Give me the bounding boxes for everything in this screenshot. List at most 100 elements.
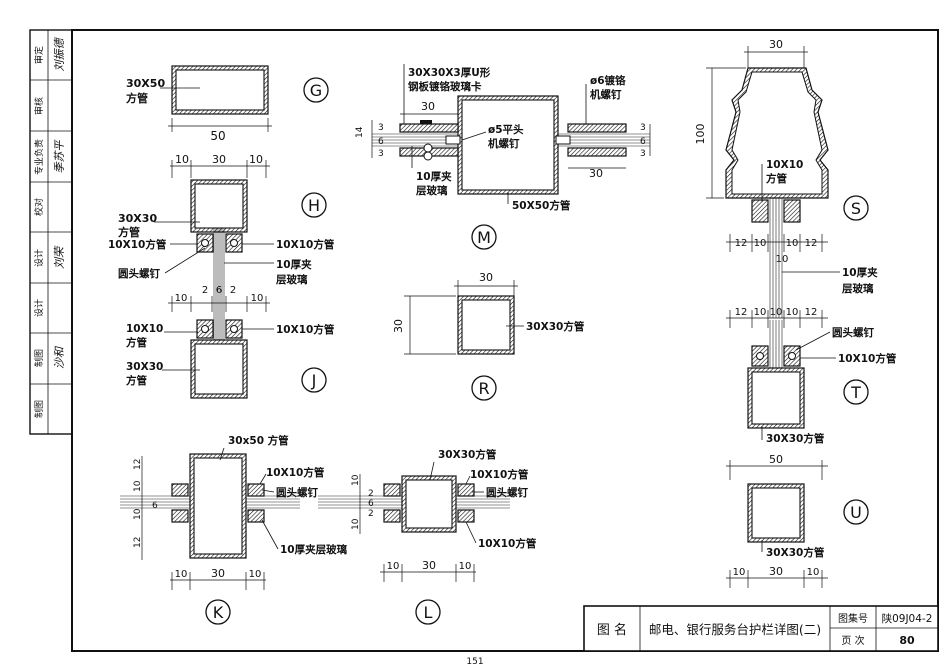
detail-m-label: M <box>477 228 491 247</box>
detail-h-sq-right: 10X10方管 <box>276 238 335 251</box>
svg-text:6: 6 <box>378 137 384 147</box>
detail-t: 12 10 10 10 12 圆头螺钉 10X10方管 30X30方管 T <box>726 307 897 445</box>
titleblock-name-label: 图 名 <box>597 622 627 638</box>
svg-text:10厚夹: 10厚夹 <box>276 258 312 271</box>
detail-g-label: G <box>310 81 322 100</box>
svg-text:方管: 方管 <box>126 336 147 349</box>
detail-g-marker <box>303 77 329 103</box>
detail-t-dim-2: 10 <box>754 307 767 318</box>
svg-text:12: 12 <box>133 537 143 548</box>
detail-s-h: 100 <box>694 124 707 145</box>
detail-t-tube: 30X30方管 <box>766 432 825 445</box>
detail-g-tube-label: 30X50 <box>126 77 165 90</box>
detail-m: 30X30X3厚U形 钢板镀铬玻璃卡 ø6镀铬 机螺钉 ø5平头 机螺钉 10厚… <box>355 64 651 250</box>
detail-l: 10 2 6 2 10 30X30方管 10X10方管 圆头螺钉 10X10方管… <box>318 448 537 625</box>
svg-text:机螺钉: 机螺钉 <box>488 137 520 150</box>
sidebar-sig-1: 刘振德 <box>53 37 66 72</box>
detail-u-w: 50 <box>769 453 783 466</box>
sidebar-role-2: 审核 <box>33 97 45 115</box>
detail-t-dim-5: 12 <box>805 307 818 318</box>
svg-text:14: 14 <box>355 126 365 138</box>
svg-text:10: 10 <box>133 508 143 520</box>
svg-text:层玻璃: 层玻璃 <box>416 184 448 197</box>
detail-h-sq-left: 10X10方管 <box>108 238 167 251</box>
detail-m-dim-30b: 30 <box>589 167 603 180</box>
svg-text:3: 3 <box>378 123 384 133</box>
sidebar-role-3: 专业负责 <box>33 139 45 175</box>
svg-text:10: 10 <box>351 518 361 530</box>
detail-k-label: K <box>213 603 224 622</box>
detail-l-h-1: 10 <box>387 561 400 572</box>
detail-k-glass: 10厚夹层玻璃 <box>280 543 348 556</box>
svg-text:机螺钉: 机螺钉 <box>590 88 622 101</box>
svg-text:10: 10 <box>351 474 361 486</box>
svg-text:30X30: 30X30 <box>126 361 163 373</box>
detail-s-dim-4: 12 <box>805 238 818 249</box>
detail-m-tube: 50X50方管 <box>512 199 571 212</box>
detail-j-dim-4: 2 <box>230 285 236 296</box>
sidebar-role-8: 制图 <box>33 400 45 418</box>
sidebar-role-1: 审定 <box>33 46 45 64</box>
svg-text:ø6镀铬: ø6镀铬 <box>590 74 626 87</box>
detail-j-dim-1: 10 <box>175 293 188 304</box>
detail-l-sq2: 10X10方管 <box>478 537 537 550</box>
svg-text:2: 2 <box>368 489 374 499</box>
detail-t-dim-3: 10 <box>770 307 783 318</box>
detail-k-h-1: 10 <box>175 569 188 580</box>
titleblock-title: 邮电、银行服务台护栏详图(二) <box>649 622 821 637</box>
titleblock-page-value: 80 <box>899 634 915 647</box>
detail-s-dim-3: 10 <box>786 238 799 249</box>
detail-t-label: T <box>850 383 861 402</box>
detail-k-h-2: 30 <box>211 567 225 580</box>
svg-text:10X10: 10X10 <box>766 159 803 171</box>
svg-text:钢板镀铬玻璃卡: 钢板镀铬玻璃卡 <box>408 80 482 93</box>
detail-u-label: U <box>850 503 862 522</box>
sidebar-role-6: 设计 <box>33 299 45 317</box>
detail-k: 12 10 6 10 12 30x50 方管 10X10方管 圆头螺钉 10厚夹… <box>120 434 348 625</box>
detail-g-width: 50 <box>210 129 225 143</box>
svg-text:方管: 方管 <box>126 91 148 105</box>
detail-s: 30 100 10X10 方管 12 10 10 12 10 10厚夹 层玻璃 <box>694 38 878 318</box>
svg-text:层玻璃: 层玻璃 <box>842 282 874 295</box>
detail-j-label: J <box>311 371 317 390</box>
svg-text:方管: 方管 <box>766 172 787 185</box>
svg-text:30X30: 30X30 <box>118 212 157 225</box>
detail-t-bolt: 圆头螺钉 <box>832 326 874 339</box>
detail-k-h-3: 10 <box>249 569 262 580</box>
detail-h-dim-1: 10 <box>175 153 189 166</box>
detail-u: 50 30X30方管 10 30 10 U <box>726 453 869 588</box>
detail-l-h-3: 10 <box>459 561 472 572</box>
svg-text:10厚夹: 10厚夹 <box>842 266 878 279</box>
svg-text:10: 10 <box>133 480 143 492</box>
svg-text:方管: 方管 <box>126 374 147 387</box>
title-block: 图 名 邮电、银行服务台护栏详图(二) 图集号 陕09J04-2 页 次 80 <box>583 605 939 652</box>
detail-s-dim-2: 10 <box>754 238 767 249</box>
detail-l-bolt: 圆头螺钉 <box>486 486 528 499</box>
svg-text:10厚夹: 10厚夹 <box>416 170 452 183</box>
detail-t-dim-4: 10 <box>786 307 799 318</box>
page-number: 151 <box>466 657 483 667</box>
detail-j-dim-2: 2 <box>202 285 208 296</box>
detail-r-h: 30 <box>392 319 405 333</box>
svg-text:10X10: 10X10 <box>126 323 163 335</box>
sidebar-role-4: 校对 <box>33 198 45 216</box>
signature-sidebar: 审定 刘振德 审核 专业负责 季苏平 校对 设计 刘荣 设计 制图 沙和 制图 <box>29 29 73 435</box>
sidebar-sig-5: 刘荣 <box>53 245 66 269</box>
detail-l-label: L <box>424 603 433 622</box>
detail-m-dim-30a: 30 <box>421 100 435 113</box>
sidebar-sig-3: 季苏平 <box>53 140 66 174</box>
titleblock-set-value: 陕09J04-2 <box>882 612 933 625</box>
detail-j-dim-5: 10 <box>251 293 264 304</box>
detail-l-sq: 10X10方管 <box>470 468 529 481</box>
detail-k-tube: 30x50 方管 <box>228 434 289 447</box>
detail-t-dim-1: 12 <box>735 307 748 318</box>
detail-r-tube: 30X30方管 <box>526 320 585 333</box>
detail-r-w: 30 <box>479 271 493 284</box>
detail-l-tube: 30X30方管 <box>438 448 497 461</box>
sidebar-role-5: 设计 <box>33 249 45 267</box>
titleblock-set-label: 图集号 <box>838 612 868 625</box>
detail-h-bolt: 圆头螺钉 <box>118 267 160 280</box>
sidebar-sig-7: 沙和 <box>53 346 66 369</box>
detail-j: 10 2 6 2 10 10X10 方管 10X10方管 30X30 方管 J <box>126 285 335 399</box>
svg-text:6: 6 <box>152 501 158 511</box>
